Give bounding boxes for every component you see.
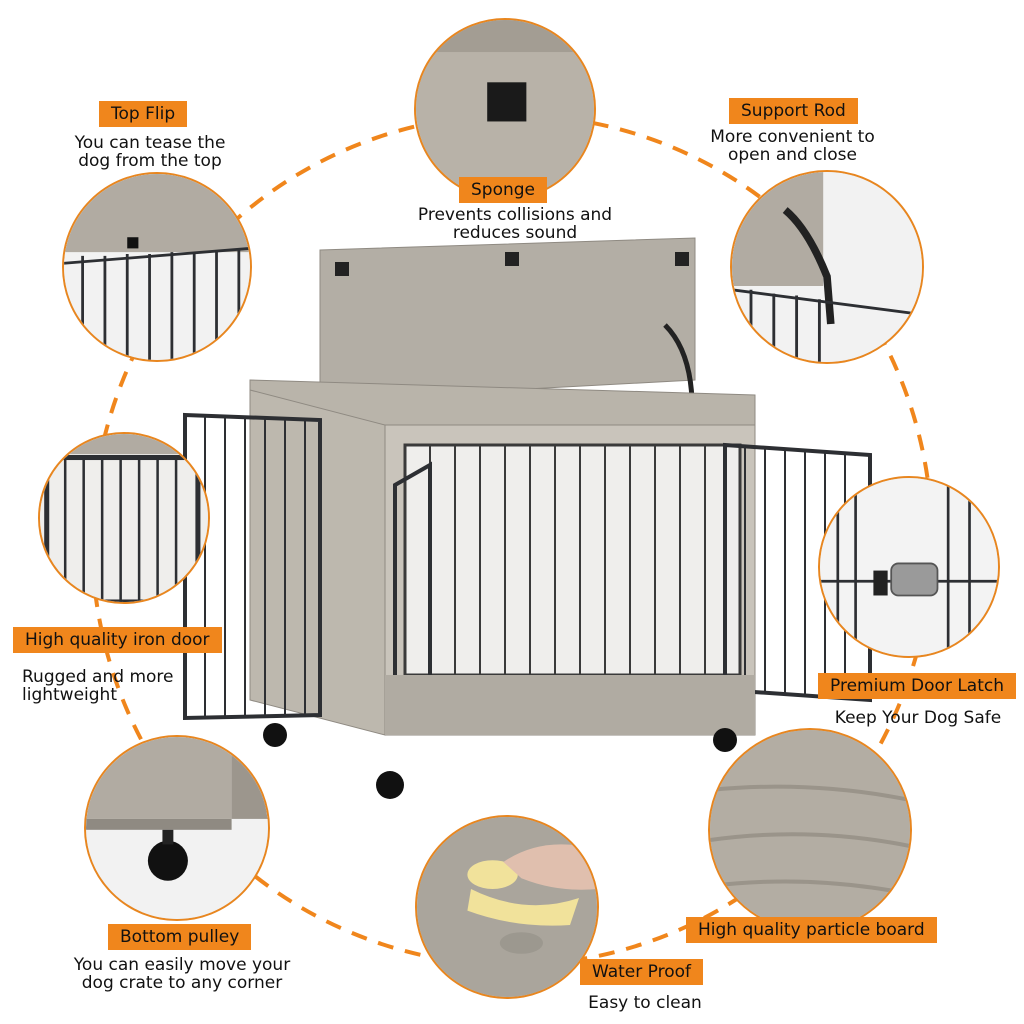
bottom-pulley-tag: Bottom pulley bbox=[108, 924, 252, 950]
sponge-tag: Sponge bbox=[459, 177, 548, 203]
bottom-pulley-desc: You can easily move your dog crate to an… bbox=[73, 955, 291, 993]
particle-board-detail-circle bbox=[708, 728, 912, 932]
door-latch-detail-circle bbox=[818, 476, 1000, 658]
iron-door-desc: Rugged and more lightweight bbox=[22, 667, 174, 705]
iron-door-tag: High quality iron door bbox=[13, 627, 222, 653]
particle-board-tag: High quality particle board bbox=[686, 917, 937, 943]
sponge-desc: Prevents collisions and reduces sound bbox=[417, 205, 613, 243]
door-latch-tag: Premium Door Latch bbox=[818, 673, 1017, 699]
sponge-detail-circle bbox=[414, 18, 596, 200]
top-flip-desc: You can tease the dog from the top bbox=[74, 133, 226, 171]
water-proof-tag: Water Proof bbox=[580, 959, 704, 985]
top-flip-detail-circle bbox=[62, 172, 252, 362]
water-proof-desc: Easy to clean bbox=[588, 993, 702, 1013]
top-flip-tag: Top Flip bbox=[99, 101, 188, 127]
support-rod-tag: Support Rod bbox=[729, 98, 858, 124]
support-rod-desc: More convenient to open and close bbox=[710, 127, 875, 165]
bottom-pulley-detail-circle bbox=[84, 735, 270, 921]
dog-crate-product-image bbox=[183, 237, 872, 799]
water-proof-detail-circle bbox=[415, 815, 599, 999]
door-latch-desc: Keep Your Dog Safe bbox=[834, 708, 1002, 728]
support-rod-detail-circle bbox=[730, 170, 924, 364]
iron-door-detail-circle bbox=[38, 432, 210, 604]
